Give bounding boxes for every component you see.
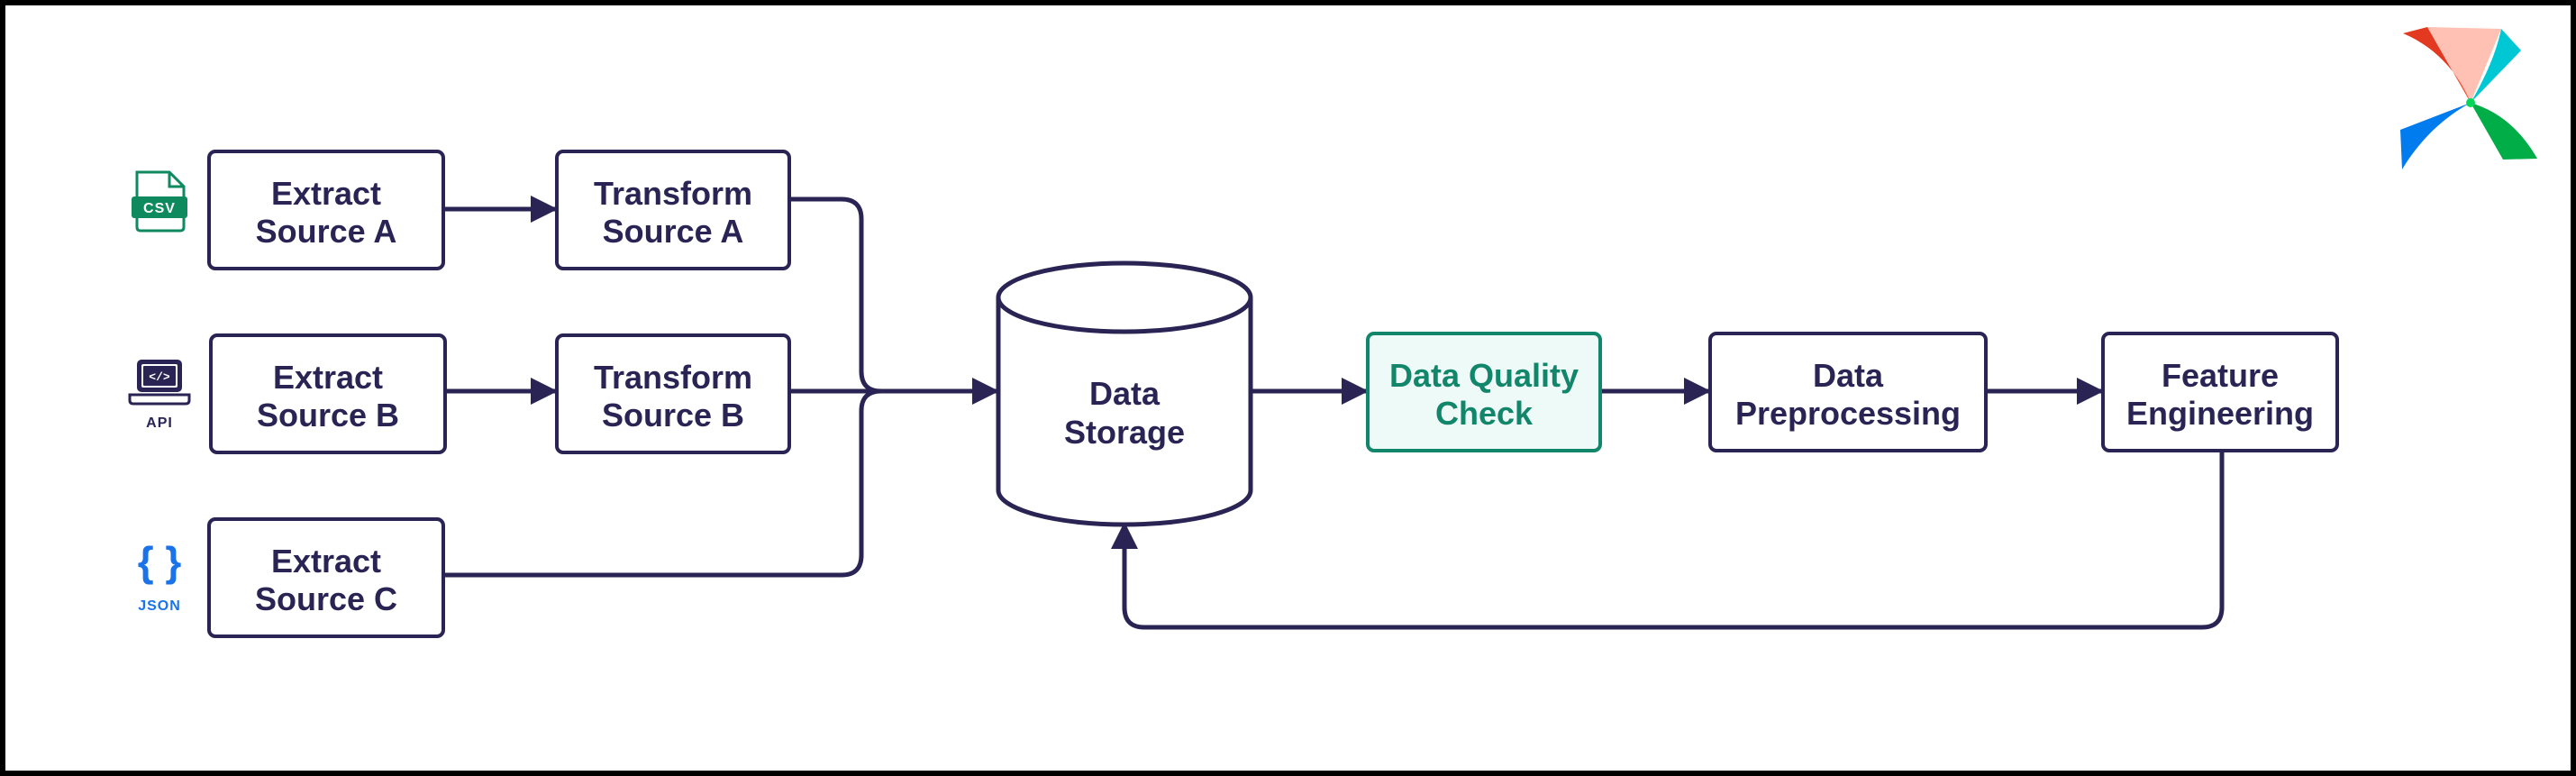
svg-text:{ }: { } [138,538,182,585]
extract-a-line-1: Extract [271,175,381,212]
transform-b-line-2: Source B [602,397,744,434]
feature-engineering-box[interactable]: Feature Engineering [2101,332,2339,452]
extract-a-line-2: Source A [256,213,397,250]
extract-c-line-2: Source C [255,580,397,617]
features-line-2: Engineering [2126,395,2314,432]
data-storage-cylinder[interactable]: Data Storage [996,260,1253,527]
data-quality-check-box[interactable]: Data Quality Check [1366,332,1602,452]
csv-icon-label: CSV [143,201,176,216]
preprocessing-line-2: Preprocessing [1735,395,1961,432]
data-preprocessing-box[interactable]: Data Preprocessing [1708,332,1988,452]
extract-b-line-1: Extract [273,359,383,396]
quality-line-2: Check [1435,395,1534,432]
preprocessing-line-1: Data [1813,357,1884,394]
laptop-code-icon: </> API [128,360,191,431]
extract-source-b-box[interactable]: Extract Source B [209,333,447,454]
pipeline-diagram: CSV </> API { } JSON Extract Source A [128,27,2537,638]
storage-line-2: Storage [1064,414,1185,451]
connectors [441,196,2225,630]
connector-transform-a-to-merge [787,196,884,394]
transform-source-b-box[interactable]: Transform Source B [555,333,791,454]
api-icon-label: API [146,415,173,431]
storage-line-1: Data [1089,375,1161,412]
transform-b-line-1: Transform [594,359,752,396]
transform-source-a-box[interactable]: Transform Source A [555,150,791,270]
extract-source-c-box[interactable]: Extract Source C [207,517,445,638]
diagram-canvas: CSV </> API { } JSON Extract Source A [5,5,2571,771]
features-line-1: Feature [2162,357,2279,394]
extract-c-line-1: Extract [271,543,381,580]
extract-source-a-box[interactable]: Extract Source A [207,150,445,270]
csv-file-icon: CSV [132,170,187,233]
connector-extract-c-to-merge [441,388,884,578]
airflow-pinwheel-icon [2400,27,2537,169]
transform-a-line-2: Source A [603,213,744,250]
json-icon-label: JSON [138,598,181,614]
feedback-loop-features-to-storage [1111,444,2225,630]
transform-a-line-1: Transform [594,175,752,212]
quality-line-1: Data Quality [1389,357,1579,394]
extract-b-line-2: Source B [257,397,399,434]
json-braces-icon: { } JSON [138,538,182,614]
svg-text:</>: </> [149,370,170,384]
